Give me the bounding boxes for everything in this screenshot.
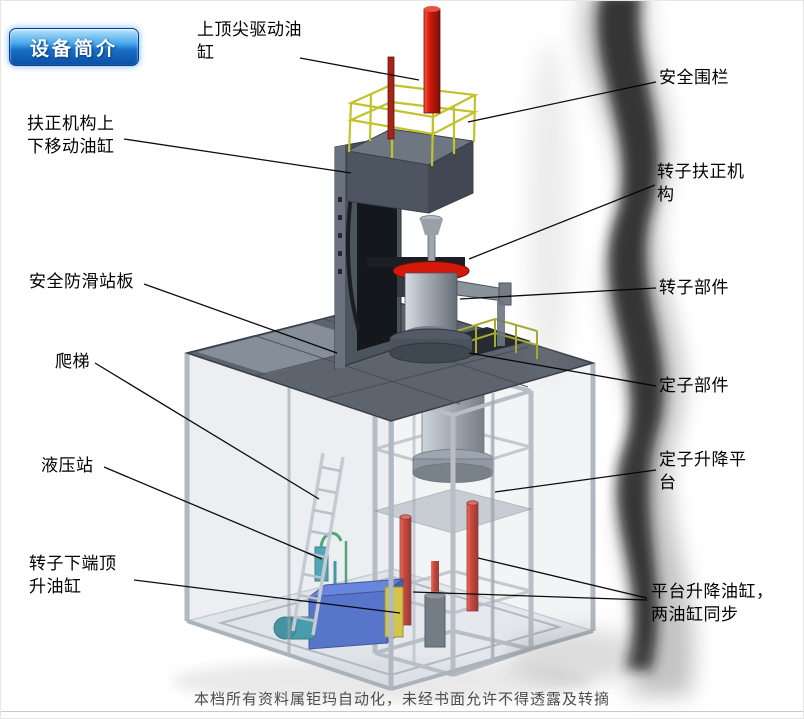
leader-lines bbox=[94, 57, 657, 614]
label-antislip-plate: 安全防滑站板 bbox=[29, 272, 134, 291]
top-drive-cylinder bbox=[387, 6, 441, 140]
leader-hydraulic bbox=[103, 466, 323, 560]
label-top-drive-cylinder: 上顶尖驱动油 缸 bbox=[197, 20, 302, 62]
ladder-graphic bbox=[291, 452, 345, 636]
smoke-shadow bbox=[506, 1, 694, 696]
leader-antislip-plate bbox=[143, 283, 338, 354]
equipment-intro-badge: 设备简介 bbox=[9, 28, 139, 66]
hydraulic-station-graphic bbox=[273, 531, 405, 650]
leader-rotor-jack bbox=[133, 579, 401, 614]
leader-rotor-centering bbox=[468, 184, 656, 260]
leader-stator-platform bbox=[494, 469, 657, 493]
label-centering-cylinder: 扶正机构上 下移动油缸 bbox=[27, 114, 115, 156]
label-safety-fence: 安全围栏 bbox=[659, 68, 729, 87]
leader-ladder bbox=[94, 362, 320, 500]
confidentiality-footer: 本档所有资料属钜玛自动化，未经书面允许不得透露及转摘 bbox=[193, 691, 610, 708]
label-ladder: 爬梯 bbox=[55, 352, 90, 371]
label-rotor-centering: 转子扶正机 构 bbox=[657, 162, 745, 204]
head-box bbox=[345, 128, 475, 214]
rotor-jack-cylinder-graphic bbox=[424, 561, 446, 648]
leader-safety-fence bbox=[467, 81, 657, 123]
leader-top-cylinder bbox=[299, 57, 420, 81]
label-platform-cylinders: 平台升降油缸， 两油缸同步 bbox=[651, 582, 774, 624]
rotor-assembly bbox=[367, 215, 512, 364]
label-rotor-jack-cylinder: 转子下端顶 升油缸 bbox=[29, 554, 117, 596]
leader-rotor-part bbox=[459, 287, 657, 300]
platform-lift-cylinders bbox=[399, 500, 479, 626]
footer-divider bbox=[1, 711, 803, 712]
leader-stator-part bbox=[468, 352, 657, 387]
leader-centering-cylinder bbox=[123, 138, 352, 174]
leader-platform-cyl-a bbox=[477, 557, 648, 599]
label-stator-platform: 定子升降平 台 bbox=[659, 450, 747, 492]
leader-platform-cyl-b bbox=[412, 591, 648, 601]
label-hydraulic-station: 液压站 bbox=[41, 456, 94, 475]
label-rotor-part: 转子部件 bbox=[659, 278, 729, 297]
label-stator-part: 定子部件 bbox=[659, 376, 729, 395]
